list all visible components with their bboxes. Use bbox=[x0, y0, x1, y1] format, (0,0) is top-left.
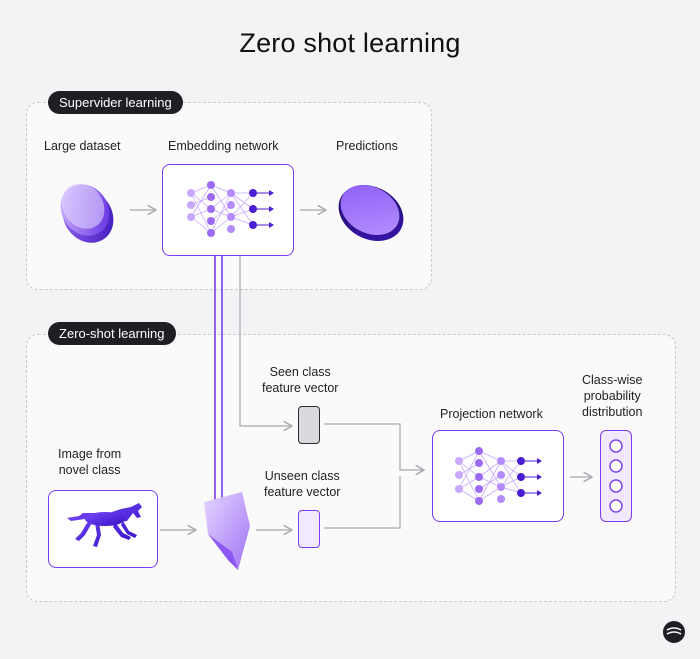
projection-network-box bbox=[432, 430, 564, 522]
supervised-section-label: Supervider learning bbox=[48, 91, 183, 114]
disc-stack-icon bbox=[60, 183, 114, 243]
diagram-title: Zero shot learning bbox=[239, 28, 461, 58]
seen-vector-label: Seen class feature vector bbox=[262, 365, 339, 395]
large-dataset-label: Large dataset bbox=[44, 139, 121, 153]
embedding-network-box bbox=[162, 164, 294, 256]
prism-icon bbox=[204, 492, 250, 570]
projection-network-label: Projection network bbox=[440, 407, 543, 421]
zero-shot-section-label: Zero-shot learning bbox=[48, 322, 176, 345]
horse-icon bbox=[67, 503, 142, 547]
seen-feature-vector bbox=[298, 406, 320, 444]
classwise-distribution-box bbox=[600, 430, 632, 522]
disc-icon bbox=[338, 185, 404, 241]
unseen-vector-label: Unseen class feature vector bbox=[264, 469, 341, 499]
neural-net-icon bbox=[187, 181, 274, 237]
neural-net-icon bbox=[455, 447, 542, 505]
predictions-label: Predictions bbox=[336, 139, 398, 153]
classwise-distribution-label: Class-wise probability distribution bbox=[582, 373, 643, 419]
logo-icon bbox=[663, 621, 685, 643]
embedding-network-label: Embedding network bbox=[168, 139, 279, 153]
class-slots bbox=[609, 439, 623, 513]
image-novel-class-label: Image from novel class bbox=[58, 447, 122, 477]
novel-image-box bbox=[48, 490, 158, 568]
unseen-feature-vector bbox=[298, 510, 320, 548]
